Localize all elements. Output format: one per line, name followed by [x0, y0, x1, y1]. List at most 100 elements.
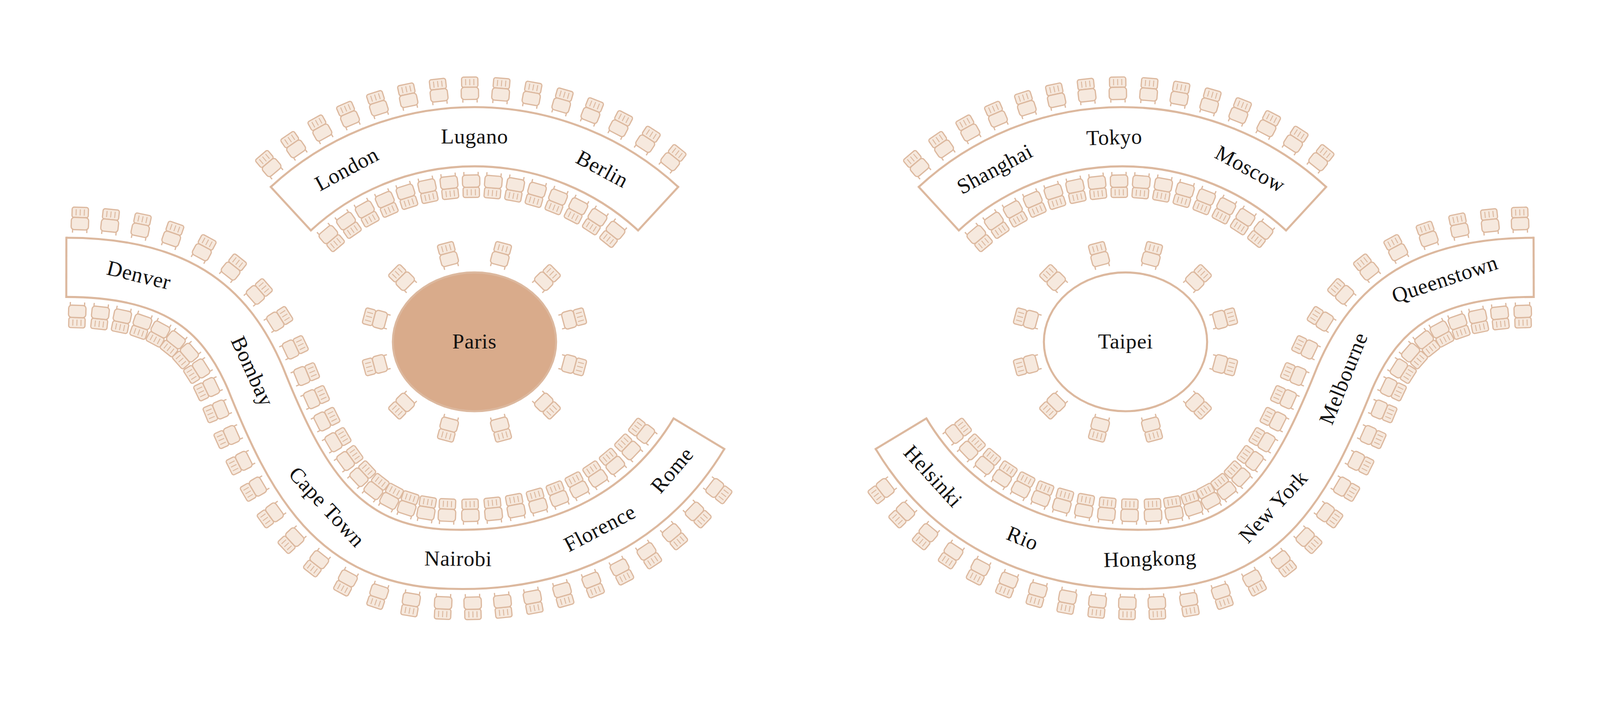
chair	[290, 362, 320, 388]
chair	[1148, 593, 1167, 620]
chair	[1367, 398, 1398, 424]
chair	[1073, 493, 1095, 522]
chair	[955, 114, 983, 145]
chair	[1143, 498, 1162, 525]
chair	[682, 499, 713, 529]
chair	[504, 174, 526, 202]
chair	[483, 172, 503, 199]
chair	[965, 555, 992, 586]
chair	[461, 77, 479, 103]
chair	[983, 100, 1010, 131]
round-table: Taipei	[1042, 270, 1210, 414]
chair	[1087, 172, 1108, 200]
chair	[545, 480, 571, 510]
chair	[1305, 143, 1335, 175]
chair	[1182, 263, 1213, 294]
chair	[90, 303, 110, 330]
chair	[489, 241, 513, 270]
table-name: Tokyo	[1086, 126, 1143, 149]
chair	[218, 253, 248, 284]
chair	[1021, 187, 1047, 218]
chair	[531, 263, 562, 294]
chair	[1330, 474, 1361, 503]
chair	[1044, 82, 1067, 111]
chair	[1352, 253, 1382, 284]
chair	[1268, 547, 1298, 578]
table-name: Taipei	[1098, 331, 1153, 353]
chair	[68, 302, 86, 328]
table-name: Paris	[452, 331, 497, 353]
chair	[551, 579, 575, 609]
chair	[279, 130, 309, 162]
chair	[1246, 217, 1276, 249]
chair	[263, 305, 294, 334]
chair	[464, 594, 482, 620]
chair	[100, 208, 120, 236]
band-table: ShanghaiTokyoMoscow	[908, 106, 1337, 240]
chair	[521, 81, 543, 109]
chair	[213, 423, 244, 450]
chair	[483, 497, 504, 524]
chair	[225, 449, 256, 476]
chair	[1110, 172, 1128, 198]
table-outline	[35, 236, 730, 590]
chair	[1038, 390, 1069, 421]
chair	[436, 413, 460, 443]
chair	[1415, 220, 1440, 251]
chair	[202, 398, 233, 424]
chair	[462, 172, 480, 198]
chair	[256, 500, 287, 529]
chair	[659, 520, 689, 551]
chair	[1038, 263, 1069, 294]
chair	[439, 172, 460, 200]
chair	[1178, 589, 1200, 617]
chair	[1029, 480, 1055, 510]
chair	[373, 187, 399, 218]
chair	[634, 539, 663, 570]
chair	[302, 547, 332, 578]
chair	[1280, 361, 1310, 388]
chair	[607, 555, 635, 586]
chair	[489, 413, 513, 443]
chair	[365, 90, 390, 120]
chair	[1270, 384, 1301, 411]
chair	[387, 263, 418, 294]
chair	[1056, 586, 1078, 615]
chair	[1254, 110, 1282, 141]
chair	[397, 82, 420, 111]
chair	[1140, 413, 1164, 443]
chair	[1344, 449, 1375, 476]
chair	[580, 568, 606, 599]
chair	[1292, 524, 1323, 555]
chair	[278, 334, 309, 361]
chair	[394, 180, 419, 210]
chair	[1383, 234, 1411, 265]
chair	[994, 568, 1020, 599]
chair	[434, 593, 453, 620]
chair	[1152, 174, 1174, 202]
chair	[627, 417, 659, 447]
chair	[71, 207, 89, 233]
chair	[493, 591, 513, 619]
chair	[902, 149, 932, 180]
chair	[1182, 390, 1213, 421]
chair	[1087, 241, 1111, 270]
chair	[1013, 353, 1042, 377]
chair	[550, 87, 574, 117]
chair	[1118, 594, 1137, 620]
chair	[1109, 77, 1127, 103]
chair	[1209, 580, 1234, 610]
chair	[531, 390, 562, 421]
chair	[461, 499, 480, 525]
chair	[1192, 185, 1218, 216]
chair	[522, 586, 544, 615]
chair	[524, 178, 548, 208]
chair	[1051, 487, 1075, 517]
chair	[1140, 241, 1164, 270]
chair	[335, 100, 362, 131]
chair	[927, 130, 957, 162]
chair	[1172, 178, 1196, 208]
chair	[1169, 81, 1191, 109]
chair	[606, 110, 634, 141]
chair	[1209, 307, 1238, 331]
